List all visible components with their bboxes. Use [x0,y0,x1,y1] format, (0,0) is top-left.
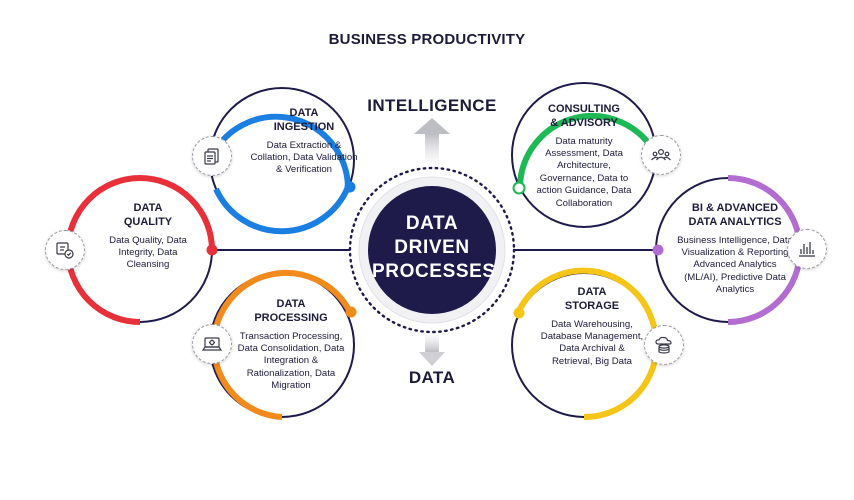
people-icon [641,135,681,175]
hub-line-2: DRIVEN [394,236,470,258]
analytics-description: Business Intelligence, Data Visualizatio… [677,234,793,296]
documents-icon [192,136,232,176]
intelligence-arrow [414,118,450,170]
quality-title-2: QUALITY [123,215,173,228]
analytics-title-2: DATA ANALYTICS [688,215,782,228]
ingestion-title-1: DATA [289,107,319,119]
storage-description: Data Warehousing, Database Management, D… [540,318,644,367]
consulting-title-1: CONSULTING [548,103,620,115]
ingestion-ring [207,87,356,235]
node-data-ingestion: DATA INGESTION Data Extraction & Collati… [246,107,362,177]
hub-line-3: PROCESSES [372,260,496,282]
data-label: DATA [408,368,456,387]
storage-title-2: STORAGE [564,299,620,312]
central-hub [348,166,516,334]
intelligence-label: INTELLIGENCE [367,96,497,115]
processing-description: Transaction Processing, Data Consolidati… [237,330,345,392]
ingestion-title-2: INGESTION [273,120,335,133]
diagram-title: BUSINESS PRODUCTIVITY [328,31,526,48]
quality-description: Data Quality, Data Integrity, Data Clean… [109,234,187,271]
hub-text: DATA DRIVEN PROCESSES [372,212,496,283]
consulting-title-2: & ADVISORY [550,116,618,129]
quality-title-1: DATA [133,202,163,214]
storage-title-1: DATA [577,286,607,298]
ingestion-description: Data Extraction & Collation, Data Valida… [250,139,358,176]
cloud-database-icon [644,325,684,365]
bar-chart-icon [787,229,827,269]
quality-box-icon [45,230,85,270]
node-data-quality: DATA QUALITY Data Quality, Data Integrit… [98,202,198,272]
node-data-processing: DATA PROCESSING Transaction Processing, … [232,298,350,393]
hub-line-1: DATA [405,213,459,234]
consulting-description: Data maturity Assessment, Data Architect… [536,135,632,209]
node-consulting-advisory: CONSULTING & ADVISORY Data maturity Asse… [534,103,634,210]
processing-ring [209,270,357,420]
data-arrow [419,330,445,366]
node-data-storage: DATA STORAGE Data Warehousing, Database … [538,286,646,368]
node-bi-analytics: BI & ADVANCED DATA ANALYTICS Business In… [676,202,794,297]
laptop-gear-icon [192,324,232,364]
processing-title-2: PROCESSING [254,311,328,324]
analytics-title-1: BI & ADVANCED [691,202,779,214]
processing-title-1: DATA [276,298,306,310]
